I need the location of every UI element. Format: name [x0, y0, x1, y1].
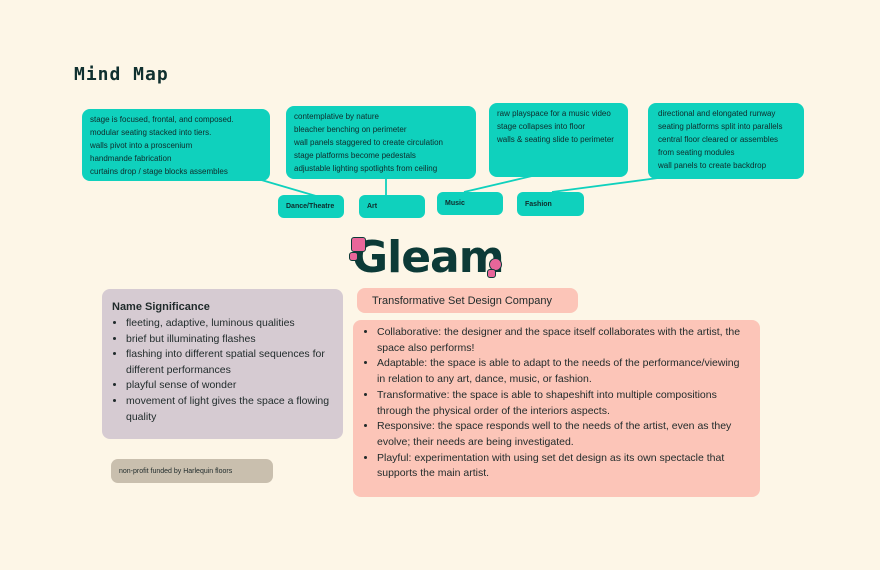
tagline: Transformative Set Design Company [357, 288, 578, 313]
note-line: seating platforms split into parallels [658, 122, 783, 131]
note-line: contemplative by nature [294, 112, 379, 121]
list-item: brief but illuminating flashes [126, 332, 333, 348]
name-significance-heading: Name Significance [112, 301, 210, 313]
note-art: contemplative by nature bleacher benchin… [286, 106, 476, 179]
note-line: wall panels to create backdrop [658, 161, 767, 170]
note-line: walls & seating slide to perimeter [497, 135, 614, 144]
list-item: Playful: experimentation with using set … [377, 451, 750, 482]
note-line: walls pivot into a proscenium [90, 141, 193, 150]
category-dance-theatre: Dance/Theatre [278, 195, 344, 218]
name-significance-list: fleeting, adaptive, luminous qualities b… [112, 316, 333, 425]
logo-text: Gleam [352, 232, 505, 283]
note-line: handmande fabrication [90, 154, 172, 163]
logo-accent-square [487, 269, 496, 278]
note-line: bleacher benching on perimeter [294, 125, 407, 134]
category-music: Music [437, 192, 503, 215]
list-item: flashing into different spatial sequence… [126, 347, 333, 378]
note-line: stage collapses into floor [497, 122, 586, 131]
name-significance-panel: Name Significance fleeting, adaptive, lu… [102, 289, 343, 439]
category-fashion: Fashion [517, 192, 584, 216]
note-line: stage platforms become pedestals [294, 151, 416, 160]
page-title: Mind Map [74, 64, 169, 85]
note-line: directional and elongated runway [658, 109, 776, 118]
note-line: curtains drop / stage blocks assembles [90, 167, 228, 176]
traits-panel: Collaborative: the designer and the spac… [353, 320, 760, 497]
note-line: stage is focused, frontal, and composed. [90, 115, 234, 124]
funding-badge: non-profit funded by Harlequin floors [111, 459, 273, 483]
list-item: Responsive: the space responds well to t… [377, 419, 750, 450]
connector-dance [257, 178, 317, 197]
note-line: modular seating stacked into tiers. [90, 128, 212, 137]
list-item: movement of light gives the space a flow… [126, 394, 333, 425]
note-fashion: directional and elongated runway seating… [648, 103, 804, 179]
logo-accent-square [349, 252, 358, 261]
connector-fashion [551, 177, 659, 193]
note-music: raw playspace for a music video stage co… [489, 103, 628, 177]
list-item: fleeting, adaptive, luminous qualities [126, 316, 333, 332]
note-line: wall panels staggered to create circulat… [294, 138, 443, 147]
connector-music [463, 175, 533, 193]
list-item: playful sense of wonder [126, 378, 333, 394]
note-line: from seating modules [658, 148, 735, 157]
category-art: Art [359, 195, 425, 218]
note-dance-theatre: stage is focused, frontal, and composed.… [82, 109, 270, 181]
note-line: adjustable lighting spotlights from ceil… [294, 164, 438, 173]
list-item: Adaptable: the space is able to adapt to… [377, 356, 750, 387]
note-line: raw playspace for a music video [497, 109, 611, 118]
traits-list: Collaborative: the designer and the spac… [363, 325, 750, 482]
logo-accent-square [351, 237, 366, 252]
list-item: Transformative: the space is able to sha… [377, 388, 750, 419]
list-item: Collaborative: the designer and the spac… [377, 325, 750, 356]
note-line: central floor cleared or assembles [658, 135, 779, 144]
